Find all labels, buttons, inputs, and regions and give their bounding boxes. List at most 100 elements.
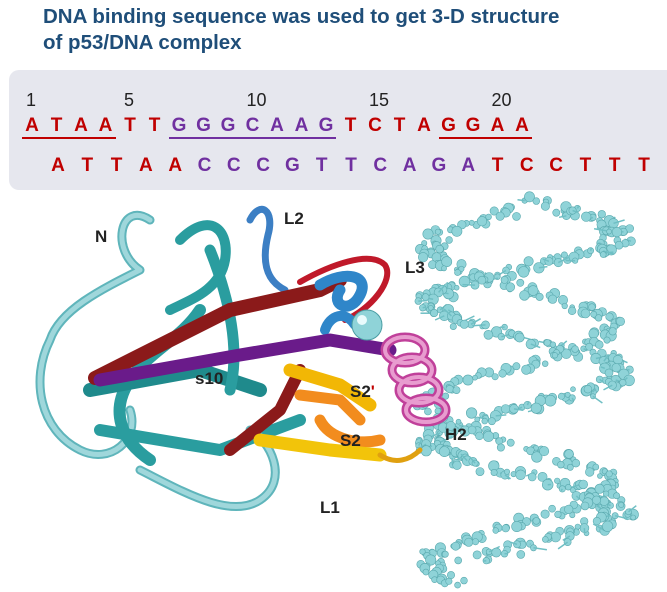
dna-atom — [434, 228, 441, 235]
dna-atom — [594, 483, 605, 494]
dna-atom — [571, 345, 579, 353]
top-strand-base: G — [441, 115, 456, 136]
dna-atom — [485, 213, 492, 221]
dna-atom — [614, 240, 624, 250]
bottom-strand-base: A — [402, 155, 417, 176]
dna-atom — [595, 340, 604, 349]
dna-atom — [549, 341, 557, 348]
dna-atom — [501, 524, 510, 533]
dna-atom — [557, 392, 565, 400]
bottom-strand-base: T — [315, 155, 328, 176]
top-strand-base: T — [344, 115, 357, 136]
dna-bond — [542, 258, 550, 263]
dna-atom — [630, 514, 637, 521]
dna-atom — [553, 258, 563, 268]
bottom-strand-base: G — [285, 155, 300, 176]
bottom-strand-base: T — [110, 155, 123, 176]
top-strand-base: C — [245, 115, 260, 136]
dna-atom — [445, 236, 453, 244]
dna-atom — [557, 295, 568, 306]
bottom-strand-base: A — [139, 155, 153, 176]
dna-bond — [571, 397, 575, 401]
dna-atom — [422, 568, 430, 576]
dna-bond — [430, 432, 441, 438]
dna-atom — [611, 363, 621, 373]
top-strand-base: G — [196, 115, 211, 136]
dna-atom — [516, 278, 525, 287]
dna-atom — [430, 309, 439, 318]
bottom-strand-base: T — [579, 155, 592, 176]
protein-dna-structure-image — [35, 191, 639, 589]
dna-bond — [603, 353, 610, 362]
dna-atom — [561, 348, 572, 359]
dna-atom — [625, 224, 635, 233]
dna-atom — [454, 556, 463, 565]
dna-bond — [576, 205, 580, 209]
dna-atom — [464, 537, 474, 547]
dna-atom — [597, 210, 606, 219]
dna-atom — [613, 492, 620, 500]
dna-atom — [604, 368, 614, 378]
dna-bond — [460, 453, 468, 462]
dna-bond — [557, 256, 570, 264]
dna-atom — [561, 302, 568, 310]
top-strand-base: C — [368, 115, 382, 136]
dna-atom — [540, 509, 550, 519]
bottom-strand-base: T — [345, 155, 357, 176]
bottom-strand-base: C — [197, 155, 212, 176]
dna-bond — [591, 388, 597, 393]
dna-atom — [445, 385, 454, 394]
top-strand-base: A — [417, 115, 431, 136]
dna-atom — [527, 285, 539, 296]
dna-atom — [422, 228, 434, 240]
dna-atom — [569, 512, 576, 519]
bottom-strand-base: C — [256, 155, 270, 176]
dna-atom — [445, 421, 456, 431]
dna-bond — [438, 285, 445, 293]
dna-bond — [572, 209, 578, 214]
dna-atom — [491, 547, 502, 558]
dna-atom — [578, 479, 588, 490]
dna-atom — [451, 225, 463, 237]
dna-atom — [471, 538, 479, 546]
dna-atom — [599, 251, 607, 258]
dna-bond — [560, 488, 563, 492]
dna-atom — [541, 360, 549, 367]
dna-bond — [530, 343, 541, 349]
dna-atom — [492, 527, 499, 534]
sequence-position-number: 10 — [246, 90, 267, 110]
top-strand-base: T — [50, 115, 63, 136]
dna-atom — [497, 333, 506, 341]
sequence-position-number: 20 — [491, 90, 512, 110]
dna-atom — [441, 256, 453, 268]
dna-bond — [603, 384, 613, 391]
dna-atom — [462, 374, 474, 386]
dna-atom — [592, 517, 602, 526]
top-strand-base: G — [465, 115, 481, 136]
dna-atom — [466, 407, 478, 419]
dna-atom — [476, 216, 488, 227]
dna-atom — [481, 417, 488, 425]
dna-atom — [605, 470, 613, 478]
dna-atom — [550, 531, 561, 543]
dna-bond — [562, 535, 571, 541]
dna-bond — [501, 333, 510, 338]
sequence-position-number: 5 — [124, 90, 135, 110]
half-site-underline — [438, 137, 532, 139]
dna-atom — [503, 468, 510, 475]
dna-atom — [452, 460, 462, 470]
dna-atom — [453, 284, 460, 291]
dna-atom — [512, 362, 521, 371]
dna-atom — [591, 495, 601, 505]
dna-atom — [548, 504, 556, 513]
dna-atom — [421, 293, 430, 301]
dna-atom — [449, 323, 457, 331]
dna-atom — [558, 485, 566, 493]
dna-atom — [455, 418, 462, 425]
sequence-position-number: 15 — [369, 90, 390, 110]
dna-bond — [418, 439, 423, 447]
top-strand-base: A — [270, 115, 284, 136]
dna-atom — [512, 212, 521, 221]
half-site-underline — [169, 137, 336, 139]
dna-bond — [602, 250, 615, 255]
